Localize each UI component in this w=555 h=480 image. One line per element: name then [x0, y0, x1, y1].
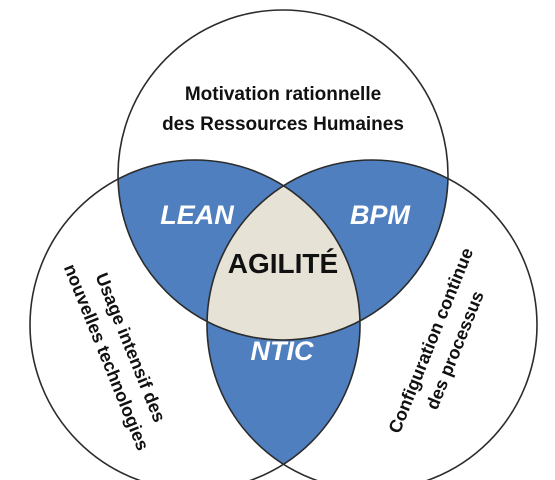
circle-top — [117, 9, 449, 341]
top-set-label-line1: Motivation rationnelle — [185, 84, 381, 105]
circle-right — [206, 159, 538, 480]
center-agilite-label: AGILITÉ — [228, 248, 338, 279]
circle-left — [29, 159, 361, 480]
region-center — [207, 160, 360, 340]
intersection-lean-label: LEAN — [160, 200, 234, 230]
intersection-bpm-label: BPM — [350, 200, 411, 230]
intersection-ntic-label: NTIC — [251, 336, 314, 366]
top-set-label-line2: des Ressources Humaines — [162, 114, 404, 135]
